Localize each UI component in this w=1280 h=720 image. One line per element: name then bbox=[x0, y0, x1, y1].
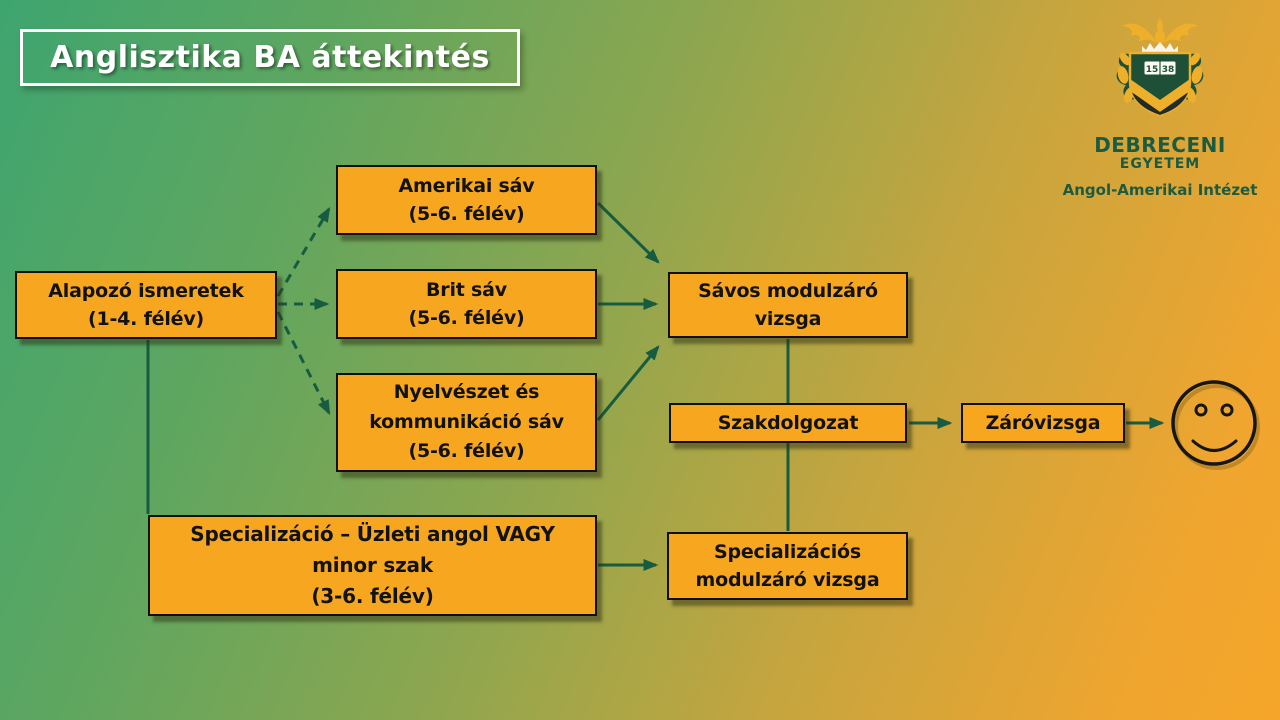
dashed-choice-arrows bbox=[276, 206, 331, 416]
node-text-line: (3-6. félév) bbox=[311, 584, 434, 608]
page-title-text: Anglisztika BA áttekintés bbox=[50, 40, 490, 75]
node-savos-modulzaro-vizsga: Sávos modulzáró vizsga bbox=[668, 272, 908, 338]
node-text-line: Specializáció – Üzleti angol VAGY bbox=[190, 522, 555, 546]
crest-crown bbox=[1142, 42, 1178, 53]
node-text-line: modulzáró vizsga bbox=[695, 569, 880, 591]
logo-university-name-2: EGYETEM bbox=[1119, 156, 1201, 172]
node-text-line: Nyelvészet és bbox=[393, 381, 540, 404]
crest-phoenix-icon bbox=[1122, 18, 1198, 46]
node-text-line: Brit sáv bbox=[426, 278, 507, 301]
svg-text:15: 15 bbox=[1146, 65, 1159, 75]
arrow-alapozo-to-nyelveszet bbox=[276, 311, 331, 416]
svg-text:38: 38 bbox=[1162, 65, 1175, 75]
smiley-icon bbox=[1171, 380, 1260, 470]
arrow-alapozo-to-amerikai bbox=[276, 206, 331, 297]
page-title: Anglisztika BA áttekintés bbox=[20, 29, 520, 86]
node-text-line: (5-6. félév) bbox=[408, 440, 525, 463]
node-nyelveszet-kommunikacio-sav: Nyelvészet és kommunikáció sáv (5-6. fél… bbox=[336, 373, 597, 472]
node-text-line: (5-6. félév) bbox=[408, 203, 525, 225]
node-text-line: (1-4. félév) bbox=[87, 308, 205, 330]
node-text-line: vizsga bbox=[754, 308, 822, 330]
university-crest-icon: 15 38 bbox=[1116, 18, 1204, 117]
node-specializacios-modulzaro-vizsga: Specializációs modulzáró vizsga bbox=[667, 532, 908, 600]
crest-book: 15 38 bbox=[1143, 60, 1177, 76]
node-text-line: Amerikai sáv bbox=[398, 174, 535, 197]
logo-university-name: DEBRECENI bbox=[1094, 133, 1226, 157]
node-zarovizsga: Záróvizsga bbox=[961, 403, 1125, 443]
node-amerikai-sav: Amerikai sáv (5-6. félév) bbox=[336, 165, 597, 235]
node-specializacio: Specializáció – Üzleti angol VAGY minor … bbox=[148, 515, 597, 616]
arrow-amerikai-to-savos bbox=[596, 201, 660, 264]
university-logo: 15 38 DEBRECENI EGYETEM Angol-Amerikai I… bbox=[1063, 12, 1257, 199]
node-alapozo-ismeretek: Alapozó ismeretek (1-4. félév) bbox=[15, 271, 277, 339]
node-text-line: (5-6. félév) bbox=[408, 307, 525, 329]
arrow-nyelveszet-to-savos bbox=[596, 345, 660, 421]
solid-flow-arrows bbox=[146, 201, 1165, 571]
node-text-line: kommunikáció sáv bbox=[369, 410, 564, 433]
node-text-line: Alapozó ismeretek bbox=[48, 279, 244, 302]
crest-shield: 15 38 bbox=[1128, 51, 1192, 117]
node-text-line: Sávos modulzáró bbox=[698, 279, 878, 302]
node-text-line: Specializációs bbox=[713, 540, 861, 563]
node-text-line: minor szak bbox=[312, 553, 433, 577]
logo-institute-name: Angol-Amerikai Intézet bbox=[1062, 181, 1258, 199]
node-text-line: Szakdolgozat bbox=[717, 411, 859, 434]
node-brit-sav: Brit sáv (5-6. félév) bbox=[336, 269, 597, 339]
node-szakdolgozat: Szakdolgozat bbox=[669, 403, 907, 443]
node-text-line: Záróvizsga bbox=[985, 411, 1101, 434]
